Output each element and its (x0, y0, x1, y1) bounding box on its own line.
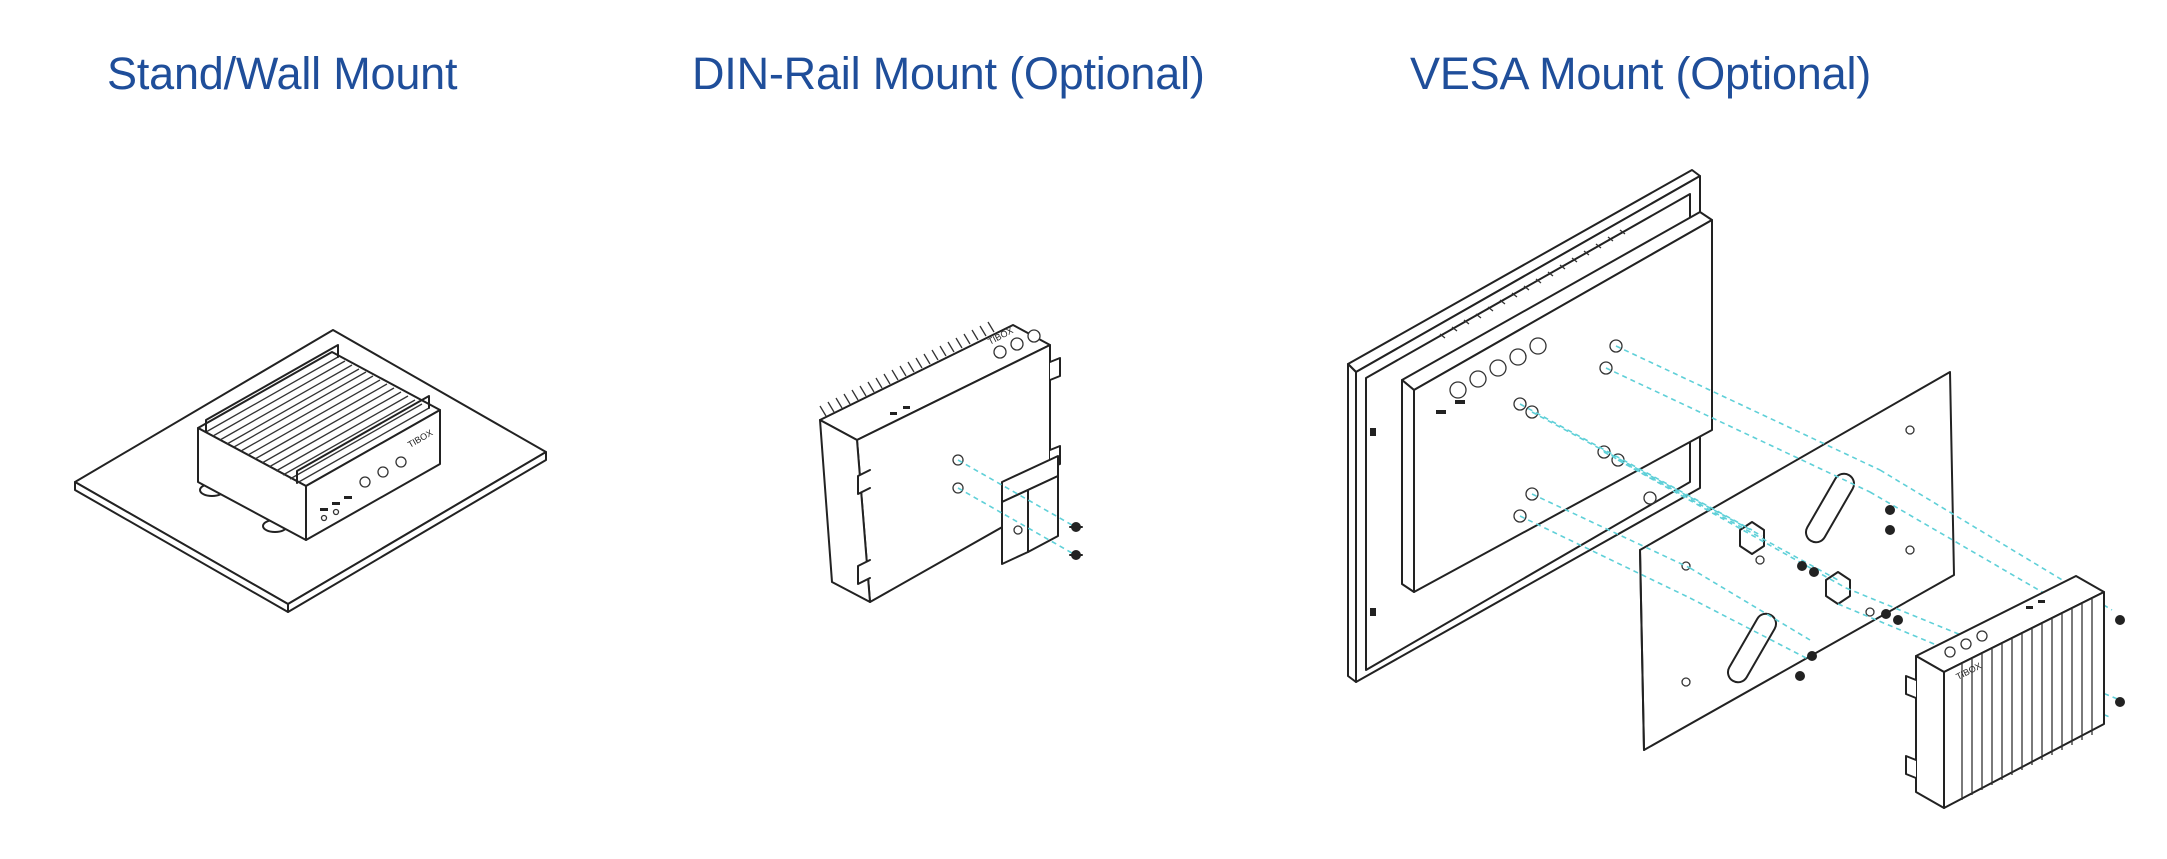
din-rail-bracket (1001, 455, 1059, 565)
vesa-bracket-plate (1639, 371, 1955, 751)
vesa-screws (1795, 505, 2125, 707)
front-io-ports (320, 456, 407, 522)
heatsink-fins (205, 344, 430, 484)
vesa-mount-illustration: TIBOX (1347, 169, 2125, 809)
heatsink-fins (819, 321, 995, 417)
heatsink-fins (1961, 599, 2093, 800)
embedded-pc-box-vesa: TIBOX (1905, 575, 2105, 809)
embedded-pc-box: TIBOX (197, 344, 441, 541)
vesa-mount-title: VESA Mount (Optional) (1410, 48, 1872, 99)
din-rail-mount-illustration: TIBOX (819, 321, 1083, 603)
vesa-screw-bosses (1513, 339, 1657, 523)
stand-wall-mount-illustration: TIBOX (74, 329, 547, 613)
panel-pc-rear-housing (1401, 211, 1713, 593)
din-rail-screws (1069, 522, 1083, 560)
rear-connectors (1436, 337, 1547, 414)
din-rail-mount-title: DIN-Rail Mount (Optional) (692, 48, 1205, 99)
stand-wall-mount-title: Stand/Wall Mount (107, 48, 458, 99)
embedded-pc-box-side: TIBOX (819, 321, 1061, 603)
